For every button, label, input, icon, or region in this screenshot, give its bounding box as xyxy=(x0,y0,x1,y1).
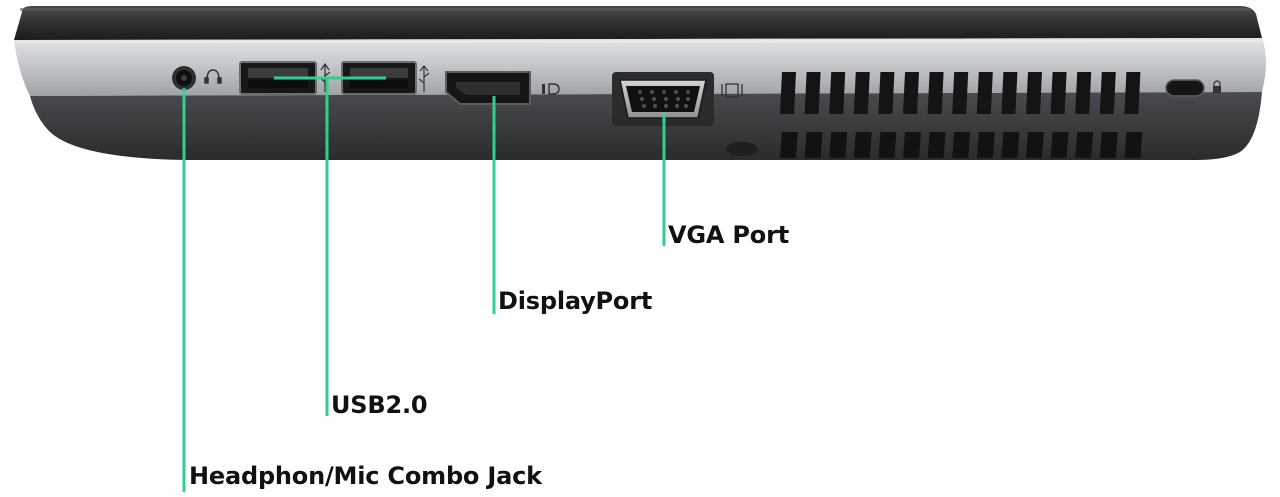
headphone-jack-label: Headphon/Mic Combo Jack xyxy=(189,462,542,490)
headphone-jack xyxy=(172,66,196,90)
displayport-label: DisplayPort xyxy=(498,287,653,315)
callout-lines xyxy=(182,76,666,492)
vent-slots-bottom xyxy=(780,132,1143,158)
vent-slots-top xyxy=(780,72,1141,114)
vent-slot xyxy=(853,72,870,114)
vent-slot xyxy=(853,132,872,158)
vent-slot xyxy=(829,72,846,114)
vga-pins xyxy=(638,90,690,108)
vent-slot xyxy=(1075,72,1092,114)
vent-slot xyxy=(976,72,993,114)
vent-slot xyxy=(1050,132,1069,158)
vga-port xyxy=(612,72,714,126)
vent-slot xyxy=(829,132,848,158)
vga-port-label: VGA Port xyxy=(668,221,789,249)
vent-slot xyxy=(1099,72,1116,114)
displayport-icon xyxy=(542,83,560,95)
vent-slot xyxy=(1001,132,1020,158)
vent-slot xyxy=(1001,72,1018,114)
lock-icon xyxy=(1213,80,1221,93)
vent-slot xyxy=(952,132,971,158)
lid-edge-highlight xyxy=(20,8,1250,11)
headphone-icon xyxy=(204,69,222,84)
vent-slot xyxy=(780,72,796,114)
vent-slot xyxy=(952,72,969,114)
vent-slot xyxy=(878,72,895,114)
vga-icon xyxy=(721,83,743,98)
vent-slot xyxy=(903,132,921,158)
vent-slot xyxy=(976,132,995,158)
vent-slot xyxy=(903,72,919,114)
vent-slot xyxy=(1124,72,1141,114)
rubber-foot xyxy=(726,142,758,156)
usb-label: USB2.0 xyxy=(331,391,428,419)
security-lock-slot xyxy=(1165,79,1205,97)
vent-slot xyxy=(878,132,897,158)
vent-slot xyxy=(1026,72,1042,114)
vent-slot xyxy=(1075,132,1094,158)
vent-slot xyxy=(1050,72,1067,114)
vent-slot xyxy=(780,132,798,158)
vent-slot xyxy=(1099,132,1118,158)
vent-slot xyxy=(1026,132,1044,158)
laptop-lid xyxy=(14,6,1262,40)
displayport-port xyxy=(445,71,531,105)
vent-slot xyxy=(927,72,944,114)
vent-slot xyxy=(1124,132,1143,158)
usb-ss-icon xyxy=(418,65,430,92)
vent-slot xyxy=(804,132,823,158)
vent-slot xyxy=(804,72,821,114)
vent-slot xyxy=(927,132,946,158)
